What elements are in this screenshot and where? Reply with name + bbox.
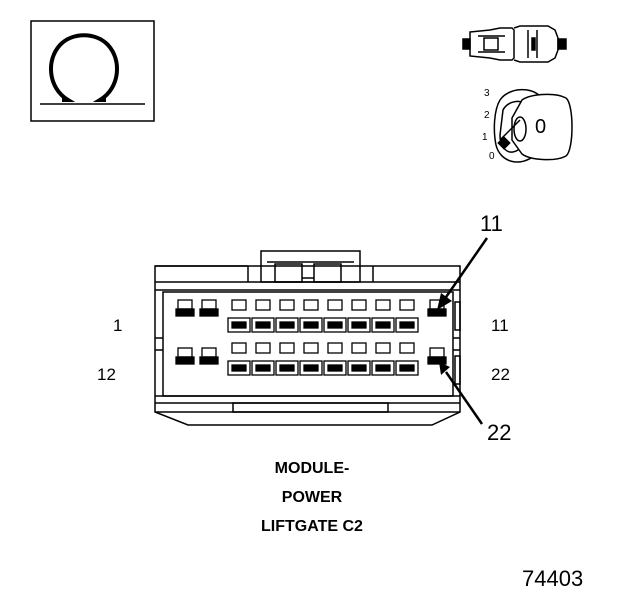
caption-line-3: LIFTGATE C2 <box>261 518 363 535</box>
caption-line-2: POWER <box>281 489 343 506</box>
terminal-pin-8 <box>347 299 371 333</box>
terminal-pin-22 <box>427 347 447 365</box>
terminal-pin-18 <box>323 342 347 376</box>
ignition-position-1: 1 <box>482 132 488 143</box>
pin-label-11: 11 <box>491 316 509 335</box>
terminal-pin-2 <box>199 299 219 317</box>
callout-arrow-11 <box>437 237 489 310</box>
callout-label-11: 11 <box>480 211 503 236</box>
terminal-pin-3 <box>227 299 251 333</box>
terminal-pin-15 <box>251 342 275 376</box>
terminal-pin-19 <box>347 342 371 376</box>
pin-label-1: 1 <box>113 316 123 335</box>
connector-plug-icon <box>462 25 567 63</box>
terminal-pin-6 <box>299 299 323 333</box>
pin-label-22: 22 <box>491 365 510 384</box>
ignition-position-3: 3 <box>484 88 490 99</box>
terminal-pin-16 <box>275 342 299 376</box>
callout-label-22: 22 <box>487 420 512 445</box>
terminal-pin-20 <box>371 342 395 376</box>
ignition-switch-icon <box>493 88 573 163</box>
terminal-pin-21 <box>395 342 419 376</box>
callout-arrow-22 <box>439 362 484 425</box>
terminal-pin-13 <box>199 347 219 365</box>
ohm-symbol-icon <box>30 20 155 122</box>
terminal-row-top <box>175 299 447 333</box>
ignition-key-label: 0 <box>535 116 547 138</box>
terminal-pin-5 <box>275 299 299 333</box>
caption-line-1: MODULE- <box>274 460 350 477</box>
terminal-pin-17 <box>299 342 323 376</box>
terminal-pin-14 <box>227 342 251 376</box>
terminal-pin-7 <box>323 299 347 333</box>
terminal-pin-1 <box>175 299 195 317</box>
connector-body <box>154 250 461 426</box>
figure-number: 74403 <box>522 566 584 591</box>
terminal-pin-12 <box>175 347 195 365</box>
terminal-pin-10 <box>395 299 419 333</box>
ignition-position-0: 0 <box>489 151 495 162</box>
terminal-pin-9 <box>371 299 395 333</box>
terminal-row-bottom <box>175 342 447 376</box>
ignition-position-2: 2 <box>484 110 490 121</box>
pin-label-12: 12 <box>97 365 116 384</box>
terminal-pin-4 <box>251 299 275 333</box>
